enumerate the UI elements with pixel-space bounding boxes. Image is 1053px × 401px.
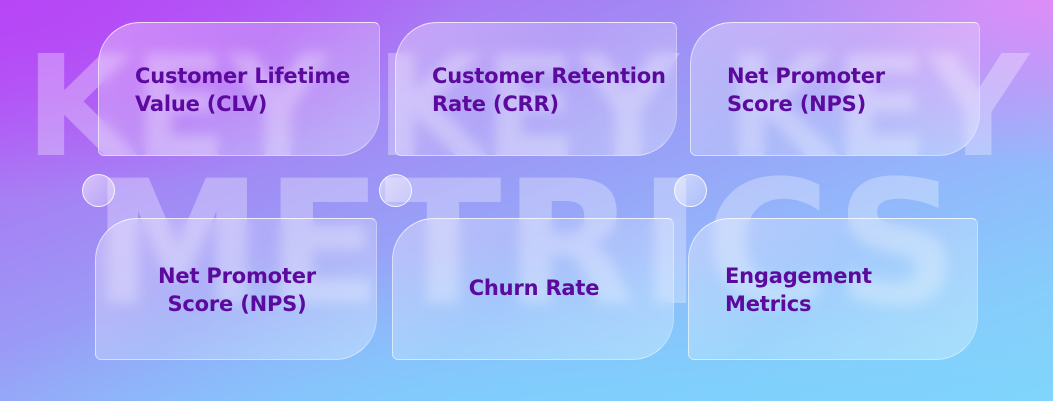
metric-card-nps-bottom[interactable]: Net Promoter Score (NPS) bbox=[95, 218, 377, 360]
metric-card-label: Customer Lifetime Value (CLV) bbox=[135, 64, 351, 116]
metric-card-label: Engagement Metrics bbox=[725, 264, 872, 316]
metric-card-label: Net Promoter Score (NPS) bbox=[727, 64, 885, 116]
metric-card-label: Customer Retention Rate (CRR) bbox=[432, 64, 666, 116]
connector-dot bbox=[674, 174, 707, 207]
connector-dot bbox=[379, 174, 412, 207]
metric-card-label: Net Promoter Score (NPS) bbox=[158, 264, 316, 316]
metric-card-label: Churn Rate bbox=[468, 276, 600, 300]
metric-card-engagement[interactable]: Engagement Metrics bbox=[688, 218, 978, 360]
metric-card-crr[interactable]: Customer Retention Rate (CRR) bbox=[395, 22, 677, 156]
connector-dot bbox=[82, 174, 115, 207]
metric-card-churn-rate[interactable]: Churn Rate bbox=[392, 218, 674, 360]
metric-card-clv[interactable]: Customer Lifetime Value (CLV) bbox=[98, 22, 380, 156]
metric-card-nps-top[interactable]: Net Promoter Score (NPS) bbox=[690, 22, 980, 156]
